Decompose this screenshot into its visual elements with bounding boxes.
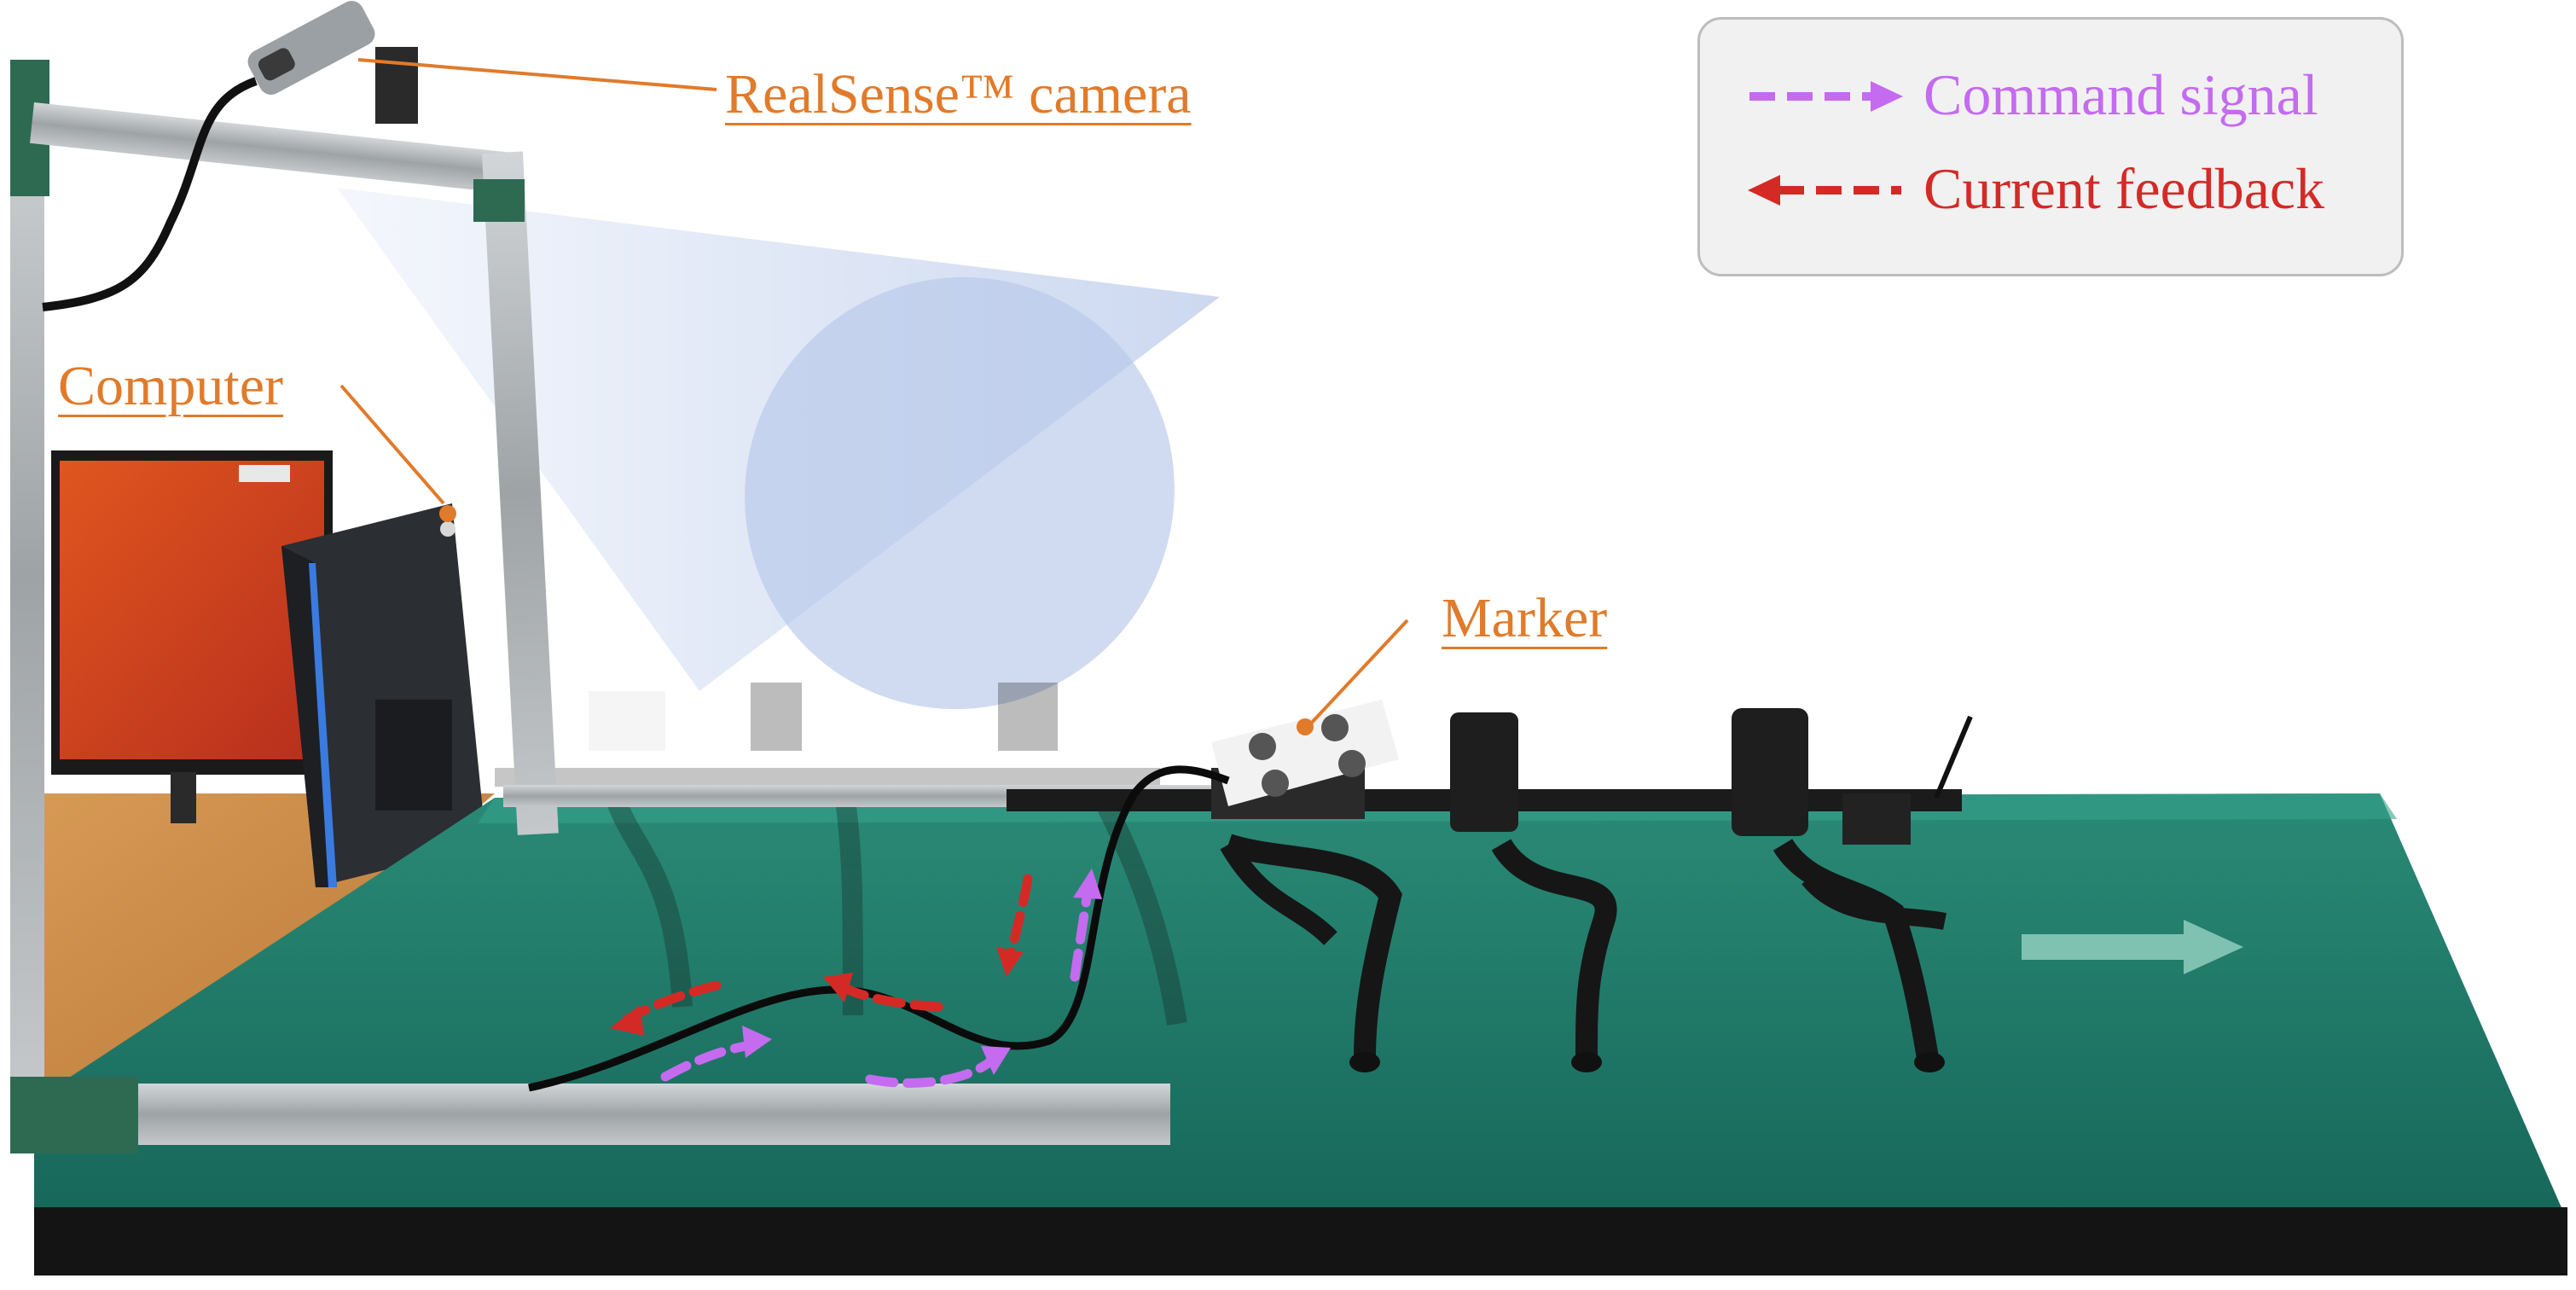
camera-fov-cone xyxy=(337,188,1220,710)
computer-tower xyxy=(281,503,486,887)
computer-monitor xyxy=(51,450,333,823)
callout-lines xyxy=(339,58,1409,727)
realsense-camera xyxy=(42,1,418,311)
computer-label: Computer xyxy=(58,355,283,417)
legend: Command signal Current feedback xyxy=(1697,17,2404,276)
legend-item-command-signal: Command signal xyxy=(1700,54,2401,139)
motion-direction-arrow xyxy=(2022,920,2243,974)
command-signal-arrows xyxy=(660,886,1093,1088)
current-feedback-swatch-icon xyxy=(1748,175,1901,206)
legend-label-command-signal: Command signal xyxy=(1923,62,2318,127)
marker-board xyxy=(1211,700,1399,806)
legend-label-current-feedback: Current feedback xyxy=(1923,156,2325,221)
command-signal-swatch-icon xyxy=(1749,81,1903,112)
robot-ghost-pose xyxy=(495,683,1187,1026)
robot-main xyxy=(1007,708,1973,1072)
legend-item-current-feedback: Current feedback xyxy=(1700,148,2401,233)
marker-label: Marker xyxy=(1442,587,1608,649)
camera-label: RealSense™ camera xyxy=(725,63,1192,125)
tether-cable xyxy=(528,765,1230,1092)
aluminum-frame xyxy=(10,60,1254,1153)
